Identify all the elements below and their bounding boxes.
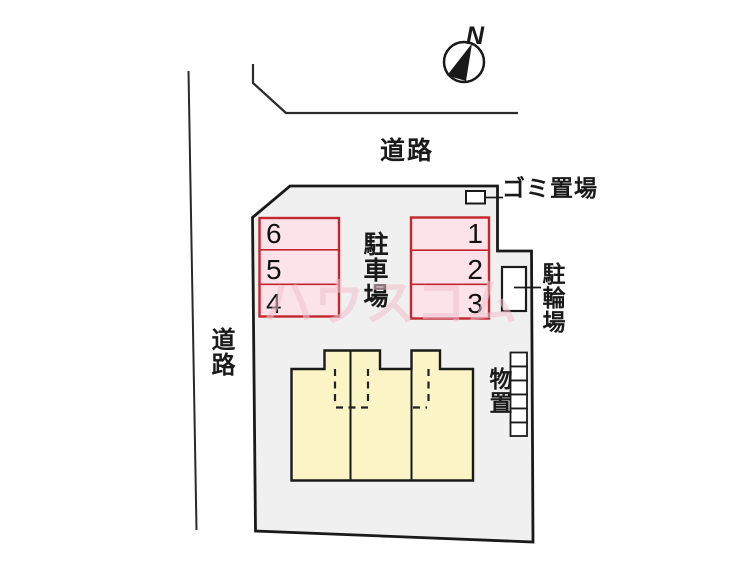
bicycle-parking-box xyxy=(500,265,528,313)
bicycle-area-label: 駐輪場 xyxy=(539,262,565,334)
storage-label: 物置 xyxy=(486,367,512,415)
parking-space-2: 2 xyxy=(467,254,483,285)
road-top-edge-line xyxy=(251,64,518,115)
road-left-edge-line xyxy=(187,70,198,531)
storage-boxes xyxy=(509,351,528,437)
parking-space-1: 1 xyxy=(467,218,483,249)
parking-column-right xyxy=(409,216,491,320)
garbage-area-label: ゴミ置場 xyxy=(502,175,598,201)
parking-space-6: 6 xyxy=(266,218,282,249)
road-label-left: 道路 xyxy=(207,327,234,377)
entry-path-dashed-lines xyxy=(333,369,430,409)
compass-needle-icon xyxy=(447,43,472,81)
storage-box xyxy=(509,365,528,382)
parking-column-left xyxy=(258,216,341,318)
parking-right-outline xyxy=(409,216,491,320)
building-outline xyxy=(290,349,475,482)
road-label-top: 道路 xyxy=(380,137,435,165)
parking-space-5: 5 xyxy=(266,254,282,285)
storage-box xyxy=(509,407,528,424)
parking-space-4: 4 xyxy=(266,288,282,319)
storage-box xyxy=(509,421,528,437)
storage-box xyxy=(509,379,528,396)
parking-left-outline xyxy=(258,216,341,318)
watermark-text: ハウスコム xyxy=(263,275,518,331)
parking-area-label: 駐車場 xyxy=(360,231,388,309)
storage-box xyxy=(509,351,528,368)
compass xyxy=(442,40,486,84)
garbage-box xyxy=(465,190,486,205)
compass-north-label: N xyxy=(466,22,485,50)
storage-box xyxy=(509,393,528,410)
parking-space-3: 3 xyxy=(467,288,483,319)
